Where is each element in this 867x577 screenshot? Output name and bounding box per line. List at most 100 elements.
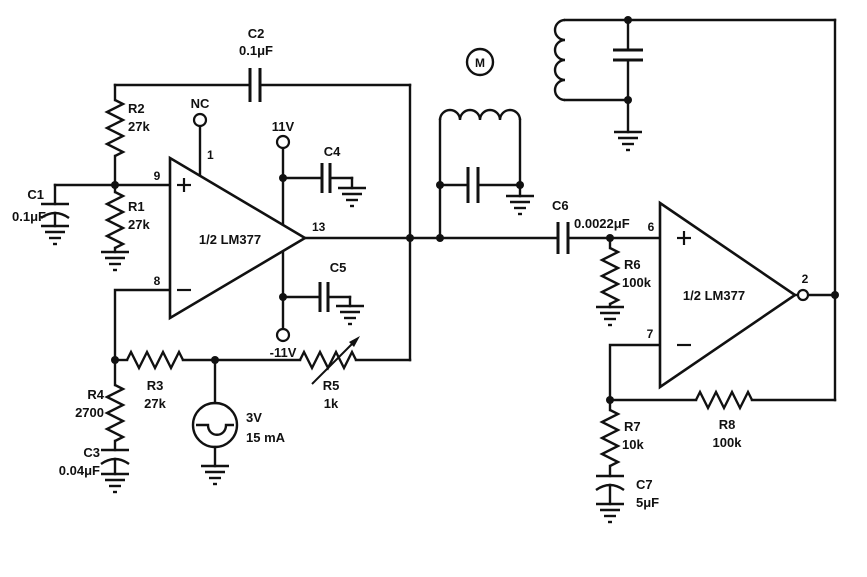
adjustable-arrow-icon bbox=[311, 336, 360, 385]
resistor-r6-symbol bbox=[600, 246, 620, 306]
vplus-terminal bbox=[275, 134, 291, 150]
capacitor-c6-symbol bbox=[556, 222, 570, 254]
r5-value-label: 1k bbox=[324, 396, 339, 411]
r1-value-label: 27k bbox=[128, 217, 150, 232]
r7-value-label: 10k bbox=[622, 437, 644, 452]
nc-label: NC bbox=[191, 96, 210, 111]
opamp-a2-symbol bbox=[658, 200, 798, 390]
junction-dot bbox=[606, 396, 614, 404]
pin2-label: 2 bbox=[802, 272, 809, 286]
r3-value-label: 27k bbox=[144, 396, 166, 411]
r8-value-label: 100k bbox=[713, 435, 743, 450]
motor-label: M bbox=[475, 56, 485, 70]
junction-dot bbox=[606, 234, 614, 242]
ground-symbol bbox=[99, 250, 131, 272]
c6-value-label: 0.0022μF bbox=[574, 216, 630, 231]
junction-dot bbox=[436, 181, 444, 189]
resistor-r3-symbol bbox=[125, 350, 185, 370]
r7-ref-label: R7 bbox=[624, 419, 641, 434]
resistor-r7-symbol bbox=[600, 408, 620, 468]
c3-ref-label: C3 bbox=[83, 445, 100, 460]
pin7-label: 7 bbox=[647, 327, 654, 341]
pin1-label: 1 bbox=[207, 148, 214, 162]
ground-symbol bbox=[594, 502, 626, 524]
pin6-label: 6 bbox=[648, 220, 655, 234]
ground-symbol bbox=[39, 224, 71, 246]
labels: C2 0.1μF NC 1 11V C4 R2 27k 9 C1 0.1μF R… bbox=[12, 26, 809, 510]
vminus-terminal bbox=[275, 327, 291, 343]
r3-ref-label: R3 bbox=[147, 378, 164, 393]
resistor-r4-symbol bbox=[105, 383, 125, 443]
c6-ref-label: C6 bbox=[552, 198, 569, 213]
inductor-output-tank-symbol bbox=[553, 18, 567, 102]
junction-dots bbox=[111, 16, 839, 404]
junction-dot bbox=[624, 16, 632, 24]
junction-dot bbox=[279, 174, 287, 182]
opamp-a1-symbol bbox=[168, 155, 308, 321]
c7-value-label: 5μF bbox=[636, 495, 659, 510]
vminus-label: -11V bbox=[270, 345, 297, 360]
junction-dot bbox=[624, 96, 632, 104]
junction-dot bbox=[406, 234, 414, 242]
r6-value-label: 100k bbox=[622, 275, 652, 290]
capacitor-c5-symbol bbox=[318, 282, 330, 312]
r1-ref-label: R1 bbox=[128, 199, 145, 214]
junction-dot bbox=[279, 293, 287, 301]
pin9-label: 9 bbox=[154, 169, 161, 183]
r8-ref-label: R8 bbox=[719, 417, 736, 432]
capacitor-c2-symbol bbox=[248, 68, 262, 102]
c2-ref-label: C2 bbox=[248, 26, 265, 41]
r2-ref-label: R2 bbox=[128, 101, 145, 116]
output-terminal bbox=[796, 288, 810, 302]
lamp-current-label: 15 mA bbox=[246, 430, 286, 445]
c5-ref-label: C5 bbox=[330, 260, 347, 275]
ground-symbol bbox=[594, 305, 626, 327]
pin8-label: 8 bbox=[154, 274, 161, 288]
ground-symbol bbox=[334, 304, 366, 326]
c7-ref-label: C7 bbox=[636, 477, 653, 492]
c3-value-label: 0.04μF bbox=[59, 463, 100, 478]
r4-value-label: 2700 bbox=[75, 405, 104, 420]
wire bbox=[608, 343, 662, 402]
ground-symbol bbox=[336, 186, 368, 208]
ground-symbol bbox=[199, 464, 231, 486]
nc-terminal bbox=[192, 112, 208, 128]
noninverting-input-icon bbox=[677, 231, 691, 245]
inductor-motor-tank-symbol bbox=[438, 108, 522, 122]
pin13-label: 13 bbox=[312, 220, 326, 234]
c1-value-label: 0.1μF bbox=[12, 209, 46, 224]
motor-symbol: M bbox=[465, 47, 495, 77]
r2-value-label: 27k bbox=[128, 119, 150, 134]
vplus-label: 11V bbox=[272, 119, 295, 134]
c2-value-label: 0.1μF bbox=[239, 43, 273, 58]
junction-dot bbox=[111, 181, 119, 189]
r5-ref-label: R5 bbox=[323, 378, 340, 393]
ground-symbol bbox=[99, 472, 131, 494]
resistor-r5-symbol bbox=[298, 350, 358, 370]
r4-ref-label: R4 bbox=[87, 387, 104, 402]
ground-symbol bbox=[504, 194, 536, 216]
junction-dot bbox=[516, 181, 524, 189]
c4-ref-label: C4 bbox=[324, 144, 341, 159]
wire bbox=[113, 288, 172, 362]
c1-ref-label: C1 bbox=[27, 187, 44, 202]
r6-ref-label: R6 bbox=[624, 257, 641, 272]
capacitor-motor-tank-symbol bbox=[466, 167, 480, 203]
resistor-r8-symbol bbox=[694, 390, 754, 410]
opamp2-label: 1/2 LM377 bbox=[683, 288, 745, 303]
capacitor-c4-symbol bbox=[320, 163, 332, 193]
capacitor-output-tank-symbol bbox=[613, 48, 643, 62]
junction-dot bbox=[211, 356, 219, 364]
noninverting-input-icon bbox=[177, 178, 191, 192]
ground-symbol bbox=[612, 130, 644, 152]
lamp-symbol bbox=[191, 401, 239, 449]
resistor-r1-symbol bbox=[105, 190, 125, 250]
resistor-r2-symbol bbox=[105, 98, 125, 158]
junction-dot bbox=[436, 234, 444, 242]
junction-dot bbox=[831, 291, 839, 299]
wires bbox=[53, 18, 837, 506]
lamp-voltage-label: 3V bbox=[246, 410, 262, 425]
junction-dot bbox=[111, 356, 119, 364]
